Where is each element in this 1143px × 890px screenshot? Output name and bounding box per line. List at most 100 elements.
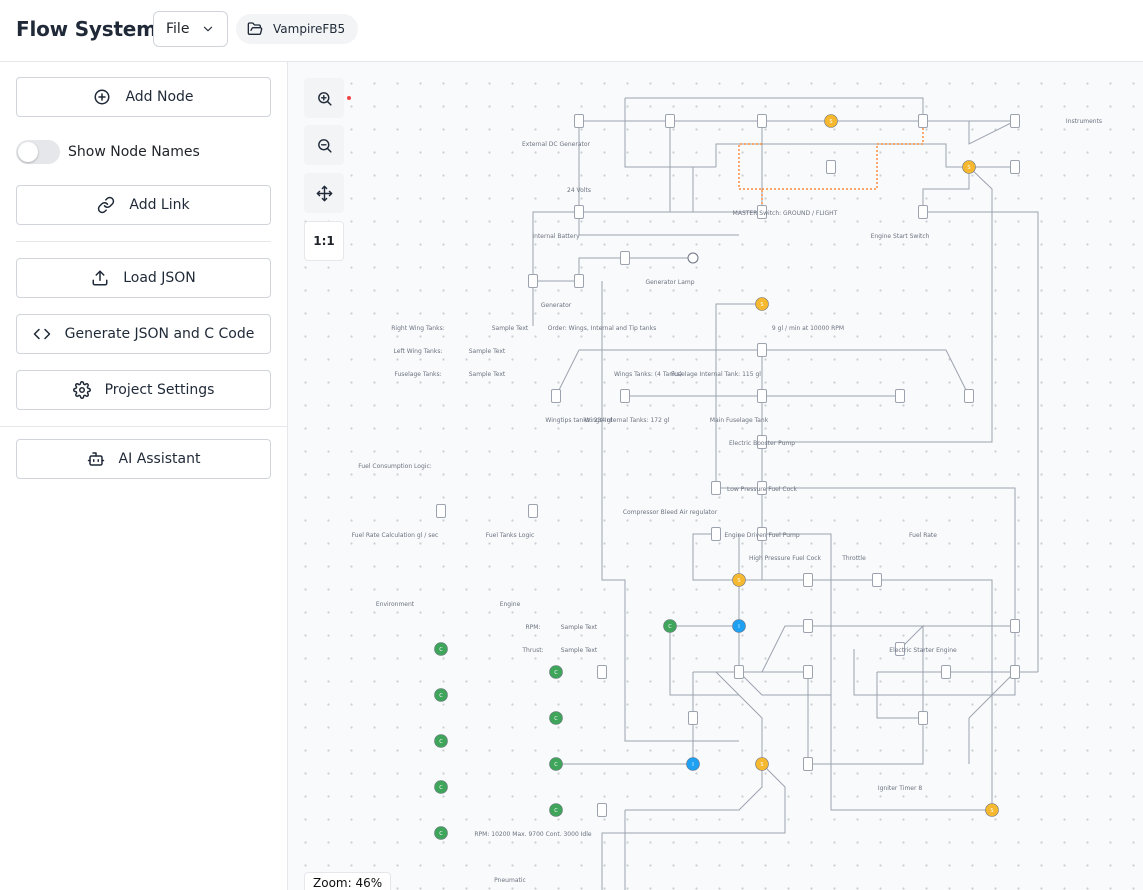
junction-node[interactable] bbox=[755, 297, 769, 311]
component-node[interactable] bbox=[757, 481, 767, 495]
source-node[interactable] bbox=[434, 780, 448, 794]
diagram-label: Fuel Tanks Logic bbox=[486, 532, 535, 539]
component-node[interactable] bbox=[964, 389, 974, 403]
wire[interactable] bbox=[853, 649, 1016, 696]
ai-assistant-button[interactable]: AI Assistant bbox=[16, 439, 271, 479]
component-node[interactable] bbox=[918, 114, 928, 128]
wire[interactable] bbox=[762, 166, 993, 443]
source-node[interactable] bbox=[663, 619, 677, 633]
component-node[interactable] bbox=[1010, 114, 1020, 128]
component-node[interactable] bbox=[528, 504, 538, 518]
source-node[interactable] bbox=[434, 826, 448, 840]
diagram-label: Environment bbox=[376, 601, 415, 608]
show-node-names-toggle[interactable] bbox=[16, 140, 60, 164]
component-node[interactable] bbox=[1010, 665, 1020, 679]
wire[interactable] bbox=[625, 764, 763, 811]
component-node[interactable] bbox=[597, 665, 607, 679]
component-node[interactable] bbox=[665, 114, 675, 128]
active-wire[interactable] bbox=[738, 143, 763, 212]
source-node[interactable] bbox=[549, 757, 563, 771]
project-chip[interactable]: VampireFB5 bbox=[236, 14, 359, 44]
zoom-in-button[interactable] bbox=[304, 78, 344, 118]
file-menu-label: File bbox=[166, 21, 190, 37]
component-node[interactable] bbox=[528, 274, 538, 288]
wire[interactable] bbox=[761, 625, 1015, 673]
component-node[interactable] bbox=[803, 573, 813, 587]
component-node[interactable] bbox=[711, 481, 721, 495]
wire[interactable] bbox=[738, 626, 831, 696]
component-node[interactable] bbox=[757, 114, 767, 128]
wire[interactable] bbox=[692, 121, 763, 213]
wire[interactable] bbox=[715, 303, 762, 488]
zoom-out-button[interactable] bbox=[304, 125, 344, 165]
project-settings-button[interactable]: Project Settings bbox=[16, 370, 271, 410]
component-node[interactable] bbox=[688, 711, 698, 725]
wire[interactable] bbox=[579, 349, 970, 397]
component-node[interactable] bbox=[734, 665, 744, 679]
wire[interactable] bbox=[922, 167, 970, 212]
component-node[interactable] bbox=[757, 389, 767, 403]
junction-node[interactable] bbox=[985, 803, 999, 817]
source-node[interactable] bbox=[549, 803, 563, 817]
component-node[interactable] bbox=[574, 205, 584, 219]
wire[interactable] bbox=[692, 533, 993, 810]
junction-node[interactable] bbox=[755, 757, 769, 771]
wire[interactable] bbox=[762, 533, 992, 811]
component-node[interactable] bbox=[895, 642, 905, 656]
component-node[interactable] bbox=[574, 274, 584, 288]
component-node[interactable] bbox=[918, 205, 928, 219]
component-node[interactable] bbox=[757, 435, 767, 449]
component-node[interactable] bbox=[826, 160, 836, 174]
load-json-button[interactable]: Load JSON bbox=[16, 258, 271, 298]
active-wire[interactable] bbox=[762, 121, 924, 190]
component-node[interactable] bbox=[757, 205, 767, 219]
component-node[interactable] bbox=[872, 573, 882, 587]
component-node[interactable] bbox=[551, 389, 561, 403]
wire[interactable] bbox=[669, 626, 739, 696]
junction-node[interactable] bbox=[824, 114, 838, 128]
component-node[interactable] bbox=[895, 389, 905, 403]
component-node[interactable] bbox=[803, 665, 813, 679]
component-node[interactable] bbox=[918, 711, 928, 725]
source-node[interactable] bbox=[549, 711, 563, 725]
junction-node[interactable] bbox=[962, 160, 976, 174]
source-node[interactable] bbox=[434, 734, 448, 748]
info-node[interactable] bbox=[732, 619, 746, 633]
reset-zoom-button[interactable]: 1:1 bbox=[304, 221, 344, 261]
component-node[interactable] bbox=[620, 389, 630, 403]
component-node[interactable] bbox=[757, 527, 767, 541]
component-node[interactable] bbox=[711, 527, 721, 541]
wire[interactable] bbox=[968, 671, 1016, 719]
source-node[interactable] bbox=[549, 665, 563, 679]
info-node[interactable] bbox=[686, 757, 700, 771]
component-node[interactable] bbox=[1010, 619, 1020, 633]
component-node[interactable] bbox=[941, 665, 951, 679]
wire[interactable] bbox=[601, 671, 786, 890]
pan-button[interactable] bbox=[304, 173, 344, 213]
wire[interactable] bbox=[533, 257, 693, 282]
component-node[interactable] bbox=[1010, 160, 1020, 174]
wire[interactable] bbox=[578, 121, 739, 236]
component-node[interactable] bbox=[803, 757, 813, 771]
component-node[interactable] bbox=[597, 803, 607, 817]
wire[interactable] bbox=[968, 120, 1016, 145]
add-link-button[interactable]: Add Link bbox=[16, 185, 271, 225]
component-node[interactable] bbox=[620, 251, 630, 265]
wire[interactable] bbox=[555, 349, 580, 397]
lamp-node[interactable] bbox=[687, 252, 699, 264]
wire[interactable] bbox=[923, 211, 1039, 672]
wire[interactable] bbox=[601, 281, 739, 742]
file-menu-button[interactable]: File bbox=[153, 11, 228, 47]
source-node[interactable] bbox=[434, 688, 448, 702]
generate-code-button[interactable]: Generate JSON and C Code bbox=[16, 314, 271, 354]
component-node[interactable] bbox=[574, 114, 584, 128]
add-node-button[interactable]: Add Node bbox=[16, 77, 271, 117]
junction-node[interactable] bbox=[732, 573, 746, 587]
source-node[interactable] bbox=[434, 642, 448, 656]
wire[interactable] bbox=[625, 97, 924, 121]
component-node[interactable] bbox=[757, 343, 767, 357]
wire[interactable] bbox=[716, 487, 1016, 672]
component-node[interactable] bbox=[803, 619, 813, 633]
component-node[interactable] bbox=[436, 504, 446, 518]
